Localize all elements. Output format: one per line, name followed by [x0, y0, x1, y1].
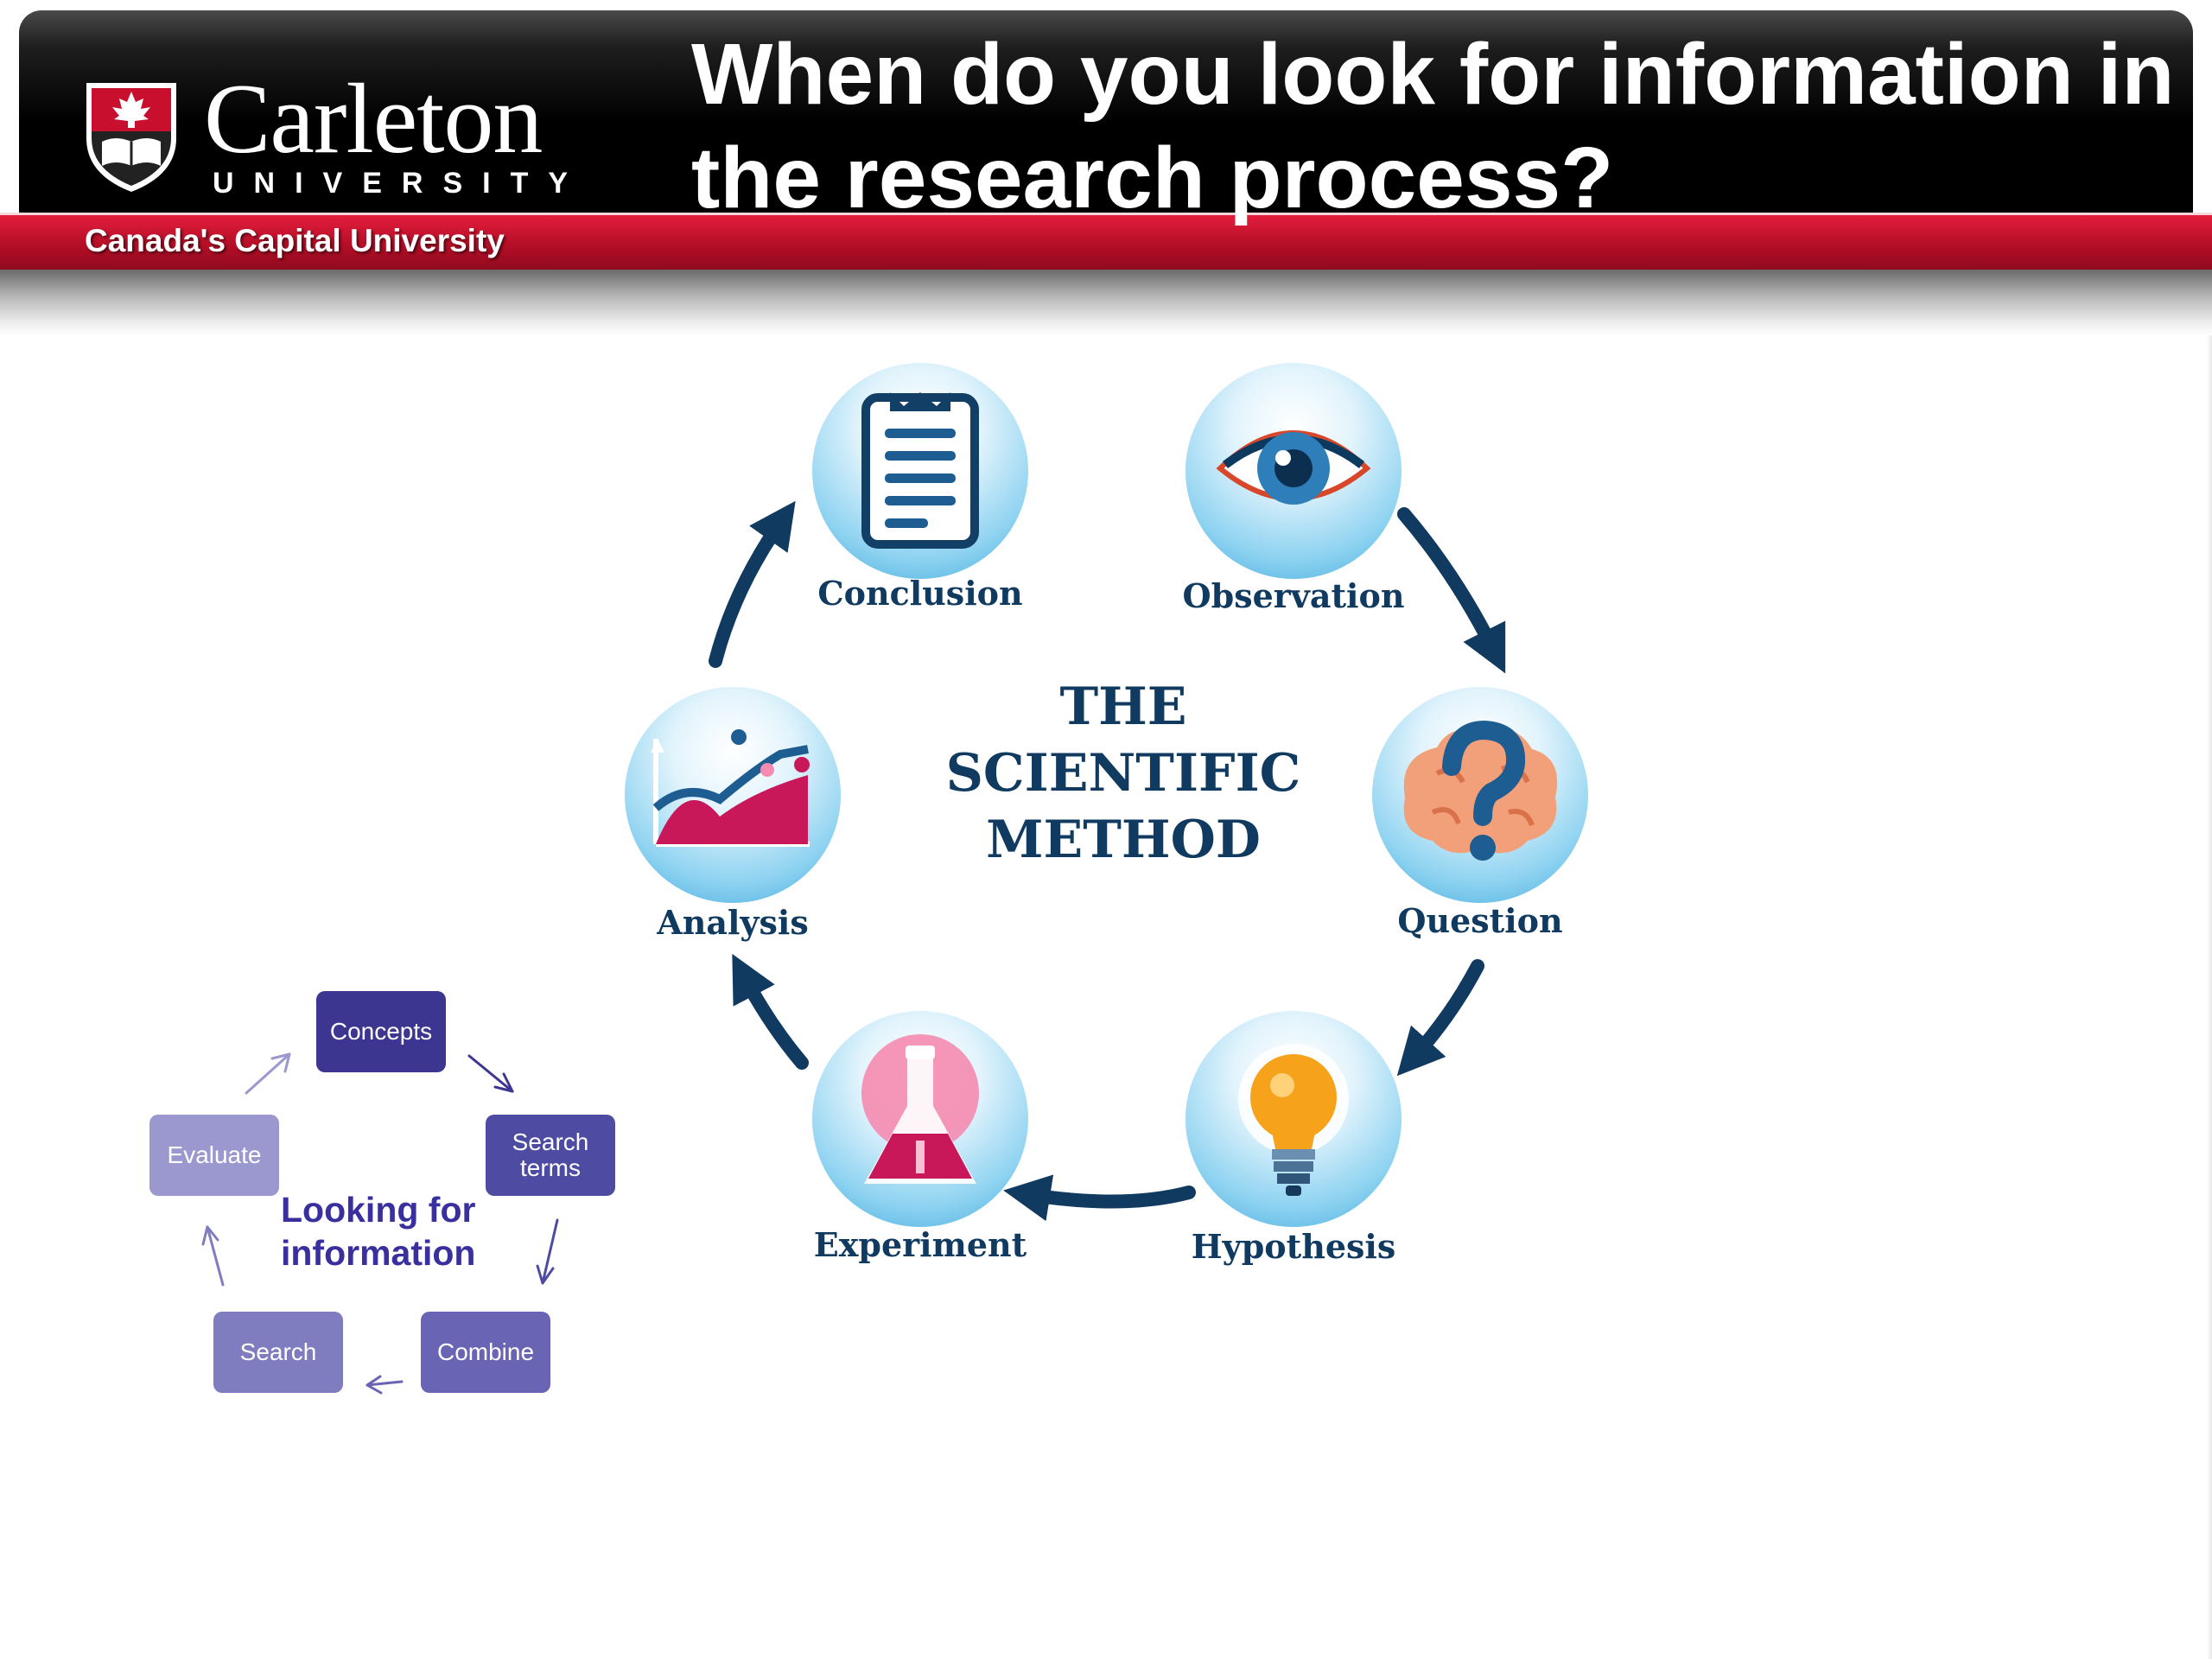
slide-edge-shadow	[2207, 335, 2212, 1659]
experiment-circle	[812, 1011, 1028, 1227]
arrow-concepts-to-search-terms	[467, 1054, 514, 1093]
header-fade-band	[0, 270, 2212, 335]
arrow-question-to-hypothesis	[1396, 959, 1484, 1077]
info-title-line: Looking for	[281, 1190, 476, 1230]
slide-header	[19, 10, 2193, 214]
step-label-question: Question	[1397, 901, 1563, 940]
info-title-line: information	[281, 1233, 476, 1273]
info-cycle-arrows	[201, 1052, 559, 1395]
info-cycle-title: Looking for information	[281, 1188, 531, 1274]
clipboard-icon	[861, 392, 979, 549]
conclusion-circle	[812, 363, 1028, 579]
step-label-conclusion: Conclusion	[817, 574, 1023, 613]
arrow-analysis-to-conclusion	[709, 500, 796, 668]
brand-subtitle: UNIVERSITY	[213, 167, 588, 200]
diagram-center-title: THE SCIENTIFIC METHOD	[916, 674, 1331, 874]
step-label-experiment: Experiment	[813, 1225, 1027, 1264]
arrow-evaluate-to-concepts	[245, 1052, 291, 1095]
brand-tagline: Canada's Capital University	[85, 223, 505, 258]
info-step-concepts: Concepts	[316, 991, 446, 1072]
chart-icon	[651, 729, 810, 847]
arrow-combine-to-search	[365, 1375, 404, 1395]
eye-icon	[1216, 430, 1371, 505]
info-step-evaluate: Evaluate	[149, 1115, 279, 1196]
slide-title: When do you look for information in the …	[691, 26, 2175, 226]
university-shield-icon	[86, 83, 176, 192]
question-circle	[1372, 687, 1588, 903]
flask-icon	[861, 1034, 979, 1184]
center-title-line: THE	[1059, 677, 1187, 737]
lightbulb-icon	[1238, 1044, 1349, 1196]
center-title-line: SCIENTIFIC	[945, 743, 1301, 804]
center-title-line: METHOD	[986, 810, 1261, 870]
cycle-arrows	[709, 500, 1506, 1222]
step-label-observation: Observation	[1182, 576, 1405, 615]
arrow-search-terms-to-combine	[536, 1218, 559, 1285]
brain-question-icon	[1403, 720, 1558, 861]
arrow-hypothesis-to-experiment	[1003, 1174, 1196, 1222]
info-step-search-terms: Search terms	[486, 1115, 615, 1196]
info-step-combine: Combine	[421, 1312, 550, 1393]
step-label-hypothesis: Hypothesis	[1191, 1227, 1396, 1266]
hypothesis-circle	[1185, 1011, 1402, 1227]
info-step-search: Search	[213, 1312, 343, 1393]
arrow-search-to-evaluate	[201, 1225, 225, 1287]
header-red-band	[0, 213, 2212, 272]
brand-name: Carleton	[204, 64, 543, 175]
arrow-observation-to-question	[1397, 507, 1506, 674]
scientific-method-diagram: Observation Question Hypothesis	[605, 354, 1642, 1296]
analysis-circle	[625, 687, 841, 903]
arrow-experiment-to-analysis	[732, 953, 809, 1070]
step-label-analysis: Analysis	[657, 903, 809, 942]
information-search-cycle: Concepts Search terms Combine Search Eva…	[130, 976, 648, 1408]
observation-circle	[1185, 363, 1402, 579]
